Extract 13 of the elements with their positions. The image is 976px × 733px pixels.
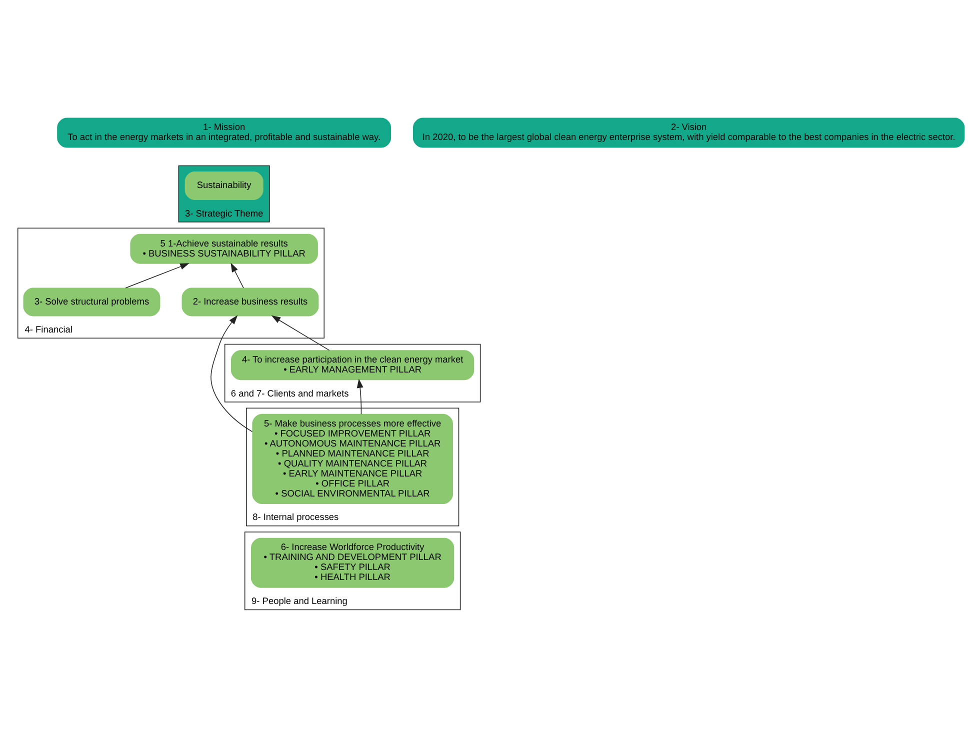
- arrow: [230, 262, 244, 288]
- node-box: 4- To increase participation in the clean energy market • EARLY MANAGEMENT PILLAR: [231, 350, 474, 380]
- node-box: 2- Vision In 2020, to be the largest global clean energy enterprise system, with yield comparable to the best companies in the electric sector.: [412, 117, 965, 148]
- node-box: Sustainability: [184, 171, 264, 200]
- node-box: 1- Mission To act in the energy markets in an integrated, profitable and sustainable way.: [57, 117, 392, 148]
- arrow: [210, 314, 253, 432]
- arrow: [125, 262, 190, 288]
- node-box: 5- Make business processes more effective • FOCUSED IMPROVEMENT PILLAR • AUTONOMOUS MAINTENANCE PILLAR • PLANNED MAINTENANCE PILLAR • QUALITY MAINTENANCE PILLAR • EARLY MAINTENANCE PILLAR • OFFICE PILLAR • SOCIAL ENVIRONMENTAL PILLAR: [252, 413, 453, 504]
- node-box: 6- Increase Worldforce Productivity • TRAINING AND DEVELOPMENT PILLAR • SAFETY PILLAR • HEALTH PILLAR: [251, 537, 454, 588]
- node-box: 2- Increase business results: [182, 287, 319, 316]
- node-box: 3- Solve structural problems: [23, 287, 160, 316]
- arrow: [356, 378, 364, 414]
- node-box: 5 1-Achieve sustainable results • BUSINESS SUSTAINABILITY PILLAR: [130, 233, 318, 264]
